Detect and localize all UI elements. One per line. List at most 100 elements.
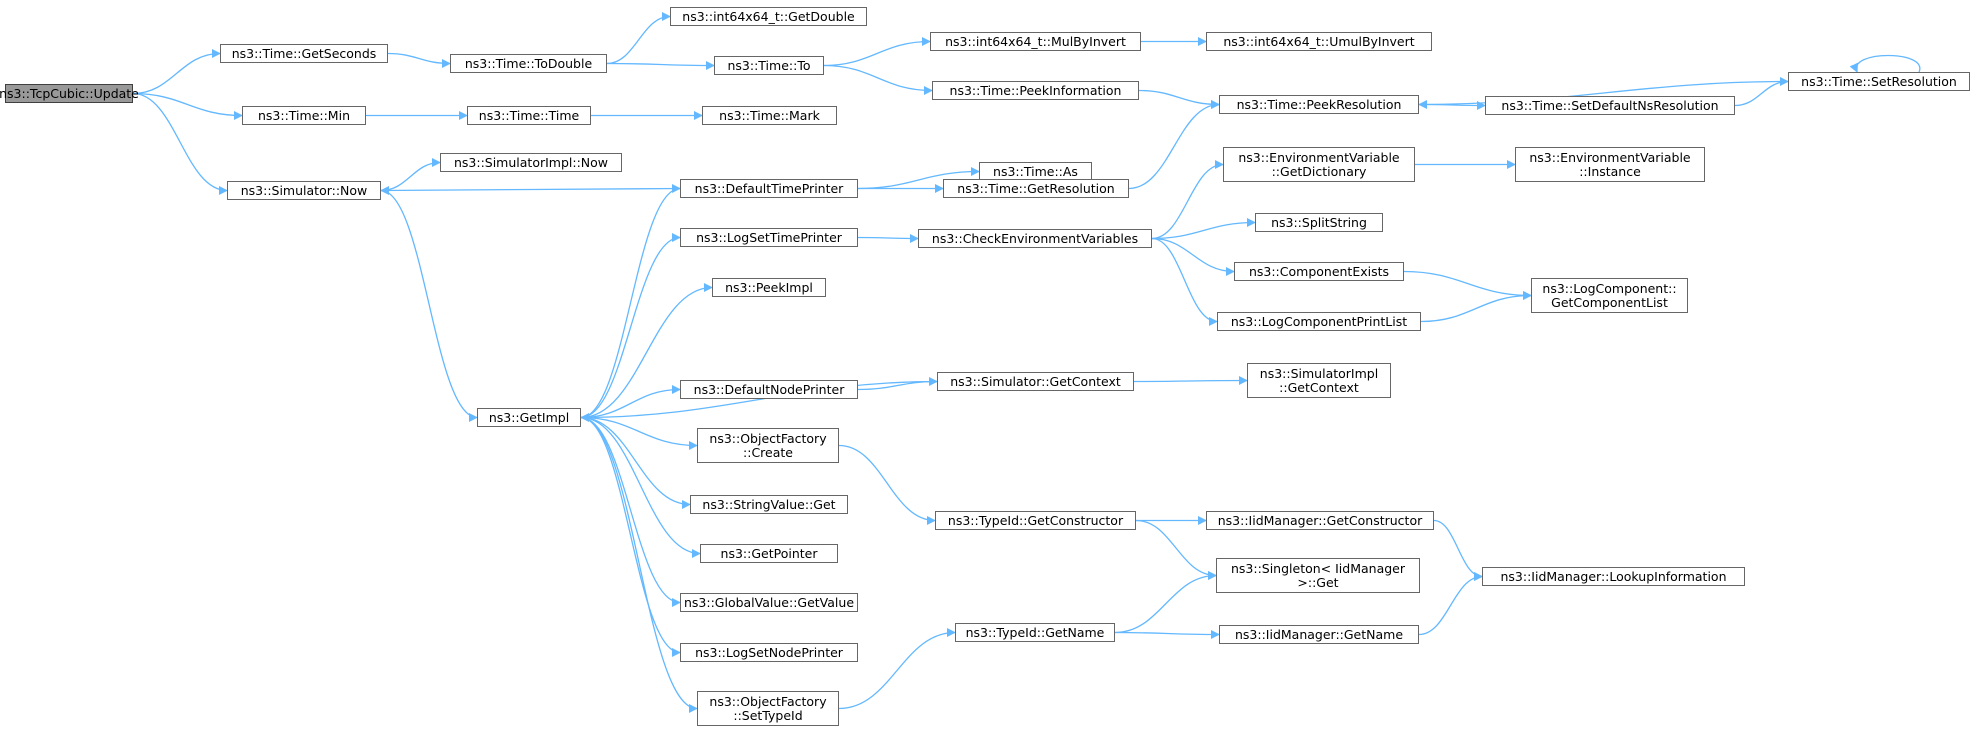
node-label: ns3::Time::SetDefaultNsResolution [1501,97,1719,113]
edge-simulator-now-to-simulatorimpl-now [380,157,441,192]
node-label: ns3::LogComponentPrintList [1230,313,1408,329]
node-label: ns3::GetImpl [488,409,570,425]
edge-getimpl-to-stringvalue-get [580,416,691,510]
node-time-peekinformation[interactable]: ns3::Time::PeekInformation [932,81,1139,100]
node-label: ns3::Time::Min [257,107,350,123]
edge-time-to-to-time-peekinformation [823,64,933,96]
edge-checkenvironmentvariables-to-splitstring [1151,217,1256,240]
node-label: ns3::SplitString [1271,214,1367,230]
node-label: ns3::int64x64_t::MulByInvert [945,33,1126,49]
node-time-to[interactable]: ns3::Time::To [714,56,824,75]
node-time-min[interactable]: ns3::Time::Min [242,106,366,125]
edge-getimpl-to-getpointer [580,416,701,559]
edge-logsettimeprinter-to-checkenvironmentvariables [857,233,919,244]
edge-checkenvironmentvariables-to-logcomponentprintlist [1151,237,1218,327]
node-iidmanager-getconstructor[interactable]: ns3::IidManager::GetConstructor [1206,511,1434,530]
node-label: ns3::Time::SetResolution [1801,73,1957,89]
edge-time-todouble-to-time-to [606,60,715,71]
node-label: ns3::int64x64_t::GetDouble [682,8,855,24]
node-label: GetComponentList [1551,294,1668,310]
node-simulatorimpl-now[interactable]: ns3::SimulatorImpl::Now [440,153,622,172]
edge-time-peekinformation-to-time-peekresolution [1138,89,1220,110]
node-label: ns3::Time::As [993,163,1078,179]
node-splitstring[interactable]: ns3::SplitString [1255,213,1383,232]
node-label: ns3::IidManager::GetName [1234,626,1404,642]
node-label: ns3::LogSetTimePrinter [696,229,842,245]
node-simulator-now[interactable]: ns3::Simulator::Now [227,181,381,200]
node-label: ns3::Time::To [727,57,811,73]
node-objectfactory-create[interactable]: ns3::ObjectFactory::Create [697,428,839,463]
node-label: ::Create [743,444,793,460]
node-globalvalue-getvalue[interactable]: ns3::GlobalValue::GetValue [680,593,858,612]
node-defaulttimeprinter[interactable]: ns3::DefaultTimePrinter [680,179,858,198]
node-logcomponentprintlist[interactable]: ns3::LogComponentPrintList [1217,312,1421,331]
node-simulator-getcontext[interactable]: ns3::Simulator::GetContext [937,372,1134,391]
edge-typeid-getname-to-singleton-iidmanager-get [1114,570,1217,634]
edge-getimpl-to-defaulttimeprinter [580,183,681,419]
node-label: ns3::GetPointer [720,545,818,561]
edge-objectfactory-settypeid-to-typeid-getname [838,627,956,710]
node-label: ns3::int64x64_t::UmulByInvert [1223,33,1415,49]
node-simulatorimpl-getcontext[interactable]: ns3::SimulatorImpl::GetContext [1247,363,1391,398]
node-logcomponent-getcomponentlist[interactable]: ns3::LogComponent::GetComponentList [1531,278,1688,313]
node-time-todouble[interactable]: ns3::Time::ToDouble [450,54,607,73]
node-label: ns3::TypeId::GetName [965,624,1105,640]
node-time-getresolution[interactable]: ns3::Time::GetResolution [943,179,1129,198]
edge-simulator-getcontext-to-simulatorimpl-getcontext [1133,375,1248,386]
node-defaultnodeprinter[interactable]: ns3::DefaultNodePrinter [680,380,858,399]
node-label: ::Instance [1579,163,1641,179]
node-label: ns3::Time::Mark [719,107,820,123]
node-envvar-getdictionary[interactable]: ns3::EnvironmentVariable::GetDictionary [1223,147,1415,182]
node-time-mark[interactable]: ns3::Time::Mark [702,106,837,125]
node-label: ns3::Time::Time [478,107,580,123]
edge-getimpl-to-globalvalue-getvalue [580,416,681,608]
node-time-time[interactable]: ns3::Time::Time [467,106,591,125]
node-typeid-getconstructor[interactable]: ns3::TypeId::GetConstructor [935,511,1136,530]
edge-defaulttimeprinter-to-simulator-now [380,185,681,196]
node-tcpcubic-update[interactable]: ns3::TcpCubic::Update [0,84,139,103]
node-int64x64-getdouble[interactable]: ns3::int64x64_t::GetDouble [670,7,867,26]
node-time-setdefaultnsresolution[interactable]: ns3::Time::SetDefaultNsResolution [1485,96,1735,115]
node-peekimpl[interactable]: ns3::PeekImpl [712,278,826,297]
node-time-peekresolution[interactable]: ns3::Time::PeekResolution [1219,95,1419,114]
node-iidmanager-lookupinformation[interactable]: ns3::IidManager::LookupInformation [1482,567,1745,586]
node-typeid-getname[interactable]: ns3::TypeId::GetName [955,623,1115,642]
node-time-getseconds[interactable]: ns3::Time::GetSeconds [220,44,388,63]
edge-time-getresolution-to-time-peekresolution [1128,99,1220,190]
node-iidmanager-getname[interactable]: ns3::IidManager::GetName [1219,625,1419,644]
node-label: ::GetContext [1279,379,1359,395]
node-int64x64-mulbyinvert[interactable]: ns3::int64x64_t::MulByInvert [930,32,1141,51]
node-envvar-instance[interactable]: ns3::EnvironmentVariable::Instance [1515,147,1705,182]
edge-typeid-getname-to-iidmanager-getname [1114,629,1220,640]
node-getimpl[interactable]: ns3::GetImpl [477,408,581,427]
node-label: ns3::LogSetNodePrinter [695,644,843,660]
edge-logcomponentprintlist-to-logcomponent-getcomponentlist [1420,290,1532,323]
node-label: ::SetTypeId [733,707,803,723]
edge-iidmanager-getname-to-iidmanager-lookupinformation [1418,571,1483,636]
node-logsetnodeprinter[interactable]: ns3::LogSetNodePrinter [680,643,858,662]
edge-time-setresolution-to-time-peekresolution [1418,80,1789,110]
node-label: ns3::Simulator::Now [240,182,368,198]
node-label: ns3::Time::GetSeconds [231,45,377,61]
node-time-setresolution[interactable]: ns3::Time::SetResolution [1788,72,1970,91]
edge-simulator-getcontext-to-getimpl [580,380,938,423]
node-label: ns3::SimulatorImpl [1259,365,1379,381]
node-label: ns3::Time::PeekInformation [949,82,1122,98]
node-label: ns3::Time::ToDouble [464,55,593,71]
node-label: ns3::CheckEnvironmentVariables [931,230,1139,246]
node-label: ns3::Simulator::GetContext [950,373,1121,389]
edge-objectfactory-create-to-typeid-getconstructor [838,444,936,526]
edge-time-setresolution-to-time-setresolution [1849,54,1921,73]
node-singleton-iidmanager-get[interactable]: ns3::Singleton< IidManager>::Get [1216,558,1420,593]
node-logsettimeprinter[interactable]: ns3::LogSetTimePrinter [680,228,858,247]
node-label: ns3::Time::PeekResolution [1236,96,1402,112]
node-checkenvironmentvariables[interactable]: ns3::CheckEnvironmentVariables [918,229,1152,248]
node-getpointer[interactable]: ns3::GetPointer [700,544,838,563]
node-stringvalue-get[interactable]: ns3::StringValue::Get [690,495,848,514]
node-int64x64-umulbyinvert[interactable]: ns3::int64x64_t::UmulByInvert [1206,32,1432,51]
node-componentexists[interactable]: ns3::ComponentExists [1234,262,1404,281]
edge-getimpl-to-peekimpl [580,282,713,419]
edge-time-getseconds-to-time-todouble [387,52,451,69]
node-objectfactory-settypeid[interactable]: ns3::ObjectFactory::SetTypeId [697,691,839,726]
